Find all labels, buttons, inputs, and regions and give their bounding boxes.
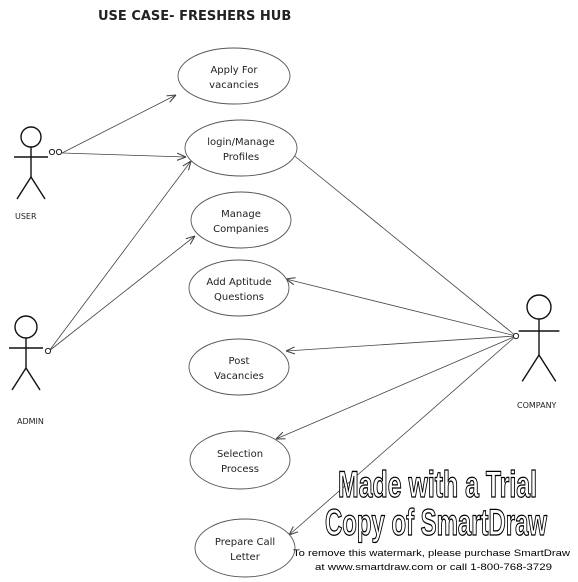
watermark-notice-1: To remove this watermark, please purchas… [293, 548, 570, 559]
use-case-label: Prepare Call [215, 537, 275, 548]
actor-right-leg [25, 367, 41, 391]
association-endpoint [48, 148, 56, 156]
associations [48, 95, 517, 535]
actor-admin [9, 315, 52, 391]
watermark-notice-2: at www.smartdraw.com or call 1-800-768-3… [315, 562, 552, 573]
use-case-ellipse [190, 191, 292, 249]
use-case-ellipse [189, 430, 291, 490]
actor-right-leg [30, 176, 46, 200]
use-case-label: Selection [217, 449, 263, 460]
use-case-label: Manage [221, 209, 261, 220]
association-company-selection [276, 335, 517, 439]
association-endpoint [44, 347, 52, 355]
actor-left-leg [521, 354, 540, 382]
actor-right-leg [538, 354, 557, 382]
association-company-post [286, 335, 517, 351]
use-case-label: Questions [214, 292, 264, 303]
association-admin-companies [48, 236, 195, 352]
actor-user [14, 126, 63, 200]
actor-company [512, 294, 560, 382]
use-case-ellipse [184, 119, 298, 177]
use-case-label: Add Aptitude [206, 277, 271, 288]
actor-head [20, 126, 42, 148]
association-user-apply [61, 95, 176, 154]
actor-head [526, 294, 552, 320]
use-case-ellipse [194, 518, 296, 578]
actors [9, 126, 560, 391]
watermark-line-1: Made with a Trial [338, 464, 537, 505]
use-case-label: Apply For [210, 65, 258, 76]
association-company-aptitude [286, 279, 517, 337]
association-endpoint [512, 332, 520, 340]
use-case-ellipse [188, 259, 290, 317]
use-case-label: Vacancies [214, 371, 264, 382]
actor-label-admin: ADMIN [17, 417, 44, 426]
smartdraw-watermark: Made with a Trial Copy of SmartDraw To r… [293, 463, 570, 573]
use-case-label: Post [229, 356, 250, 367]
association-endpoint [55, 148, 63, 156]
association-admin-login [48, 161, 191, 352]
watermark-line-2: Copy of SmartDraw [325, 502, 547, 543]
actor-label-company: COMPANY [517, 401, 557, 410]
use-cases: Apply For vacancies login/ManageProfilesMa… [177, 47, 298, 578]
use-case-label: login/Manage [207, 137, 274, 148]
use-case-ellipse [177, 47, 291, 105]
diagram-title: USE CASE- FRESHERS HUB [98, 9, 291, 24]
use-case-label: Process [221, 464, 259, 475]
association-company-login [286, 149, 517, 337]
actor-label-user: USER [15, 212, 37, 221]
use-case-label: Letter [230, 552, 261, 563]
association-company-callletter [289, 335, 517, 535]
use-case-ellipse [188, 338, 290, 396]
use-case-label: Profiles [223, 152, 259, 163]
actor-left-leg [16, 176, 32, 200]
use-case-label: Companies [213, 224, 269, 235]
actor-left-leg [11, 367, 27, 391]
use-case-label: vacancies [209, 80, 259, 91]
use-case-apply: Apply For vacancies [177, 47, 291, 105]
actor-head [14, 315, 38, 339]
association-user-login [61, 152, 186, 157]
